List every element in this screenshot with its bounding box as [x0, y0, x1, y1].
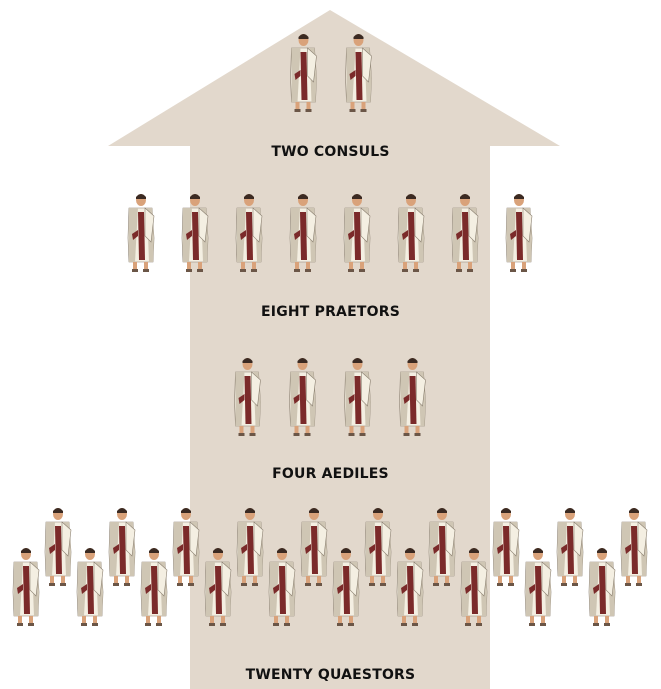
praetor-figure — [127, 193, 155, 273]
tier-label-aediles: FOUR AEDILES — [272, 466, 389, 482]
quaestor-figure — [620, 507, 648, 587]
praetor-figure — [505, 193, 533, 273]
quaestor-figure — [140, 547, 168, 627]
quaestor-figure — [556, 507, 584, 587]
promotion-arrow — [108, 10, 560, 689]
tier-label-consuls: TWO CONSULS — [271, 144, 390, 160]
quaestor-figure — [588, 547, 616, 627]
quaestor-figure — [492, 507, 520, 587]
quaestor-figure — [44, 507, 72, 587]
tier-label-praetors: EIGHT PRAETORS — [261, 304, 400, 320]
quaestor-figure — [76, 547, 104, 627]
quaestor-figure — [108, 507, 136, 587]
quaestor-figure — [524, 547, 552, 627]
tier-label-quaestors: TWENTY QUAESTORS — [245, 667, 416, 683]
quaestor-figure — [12, 547, 40, 627]
